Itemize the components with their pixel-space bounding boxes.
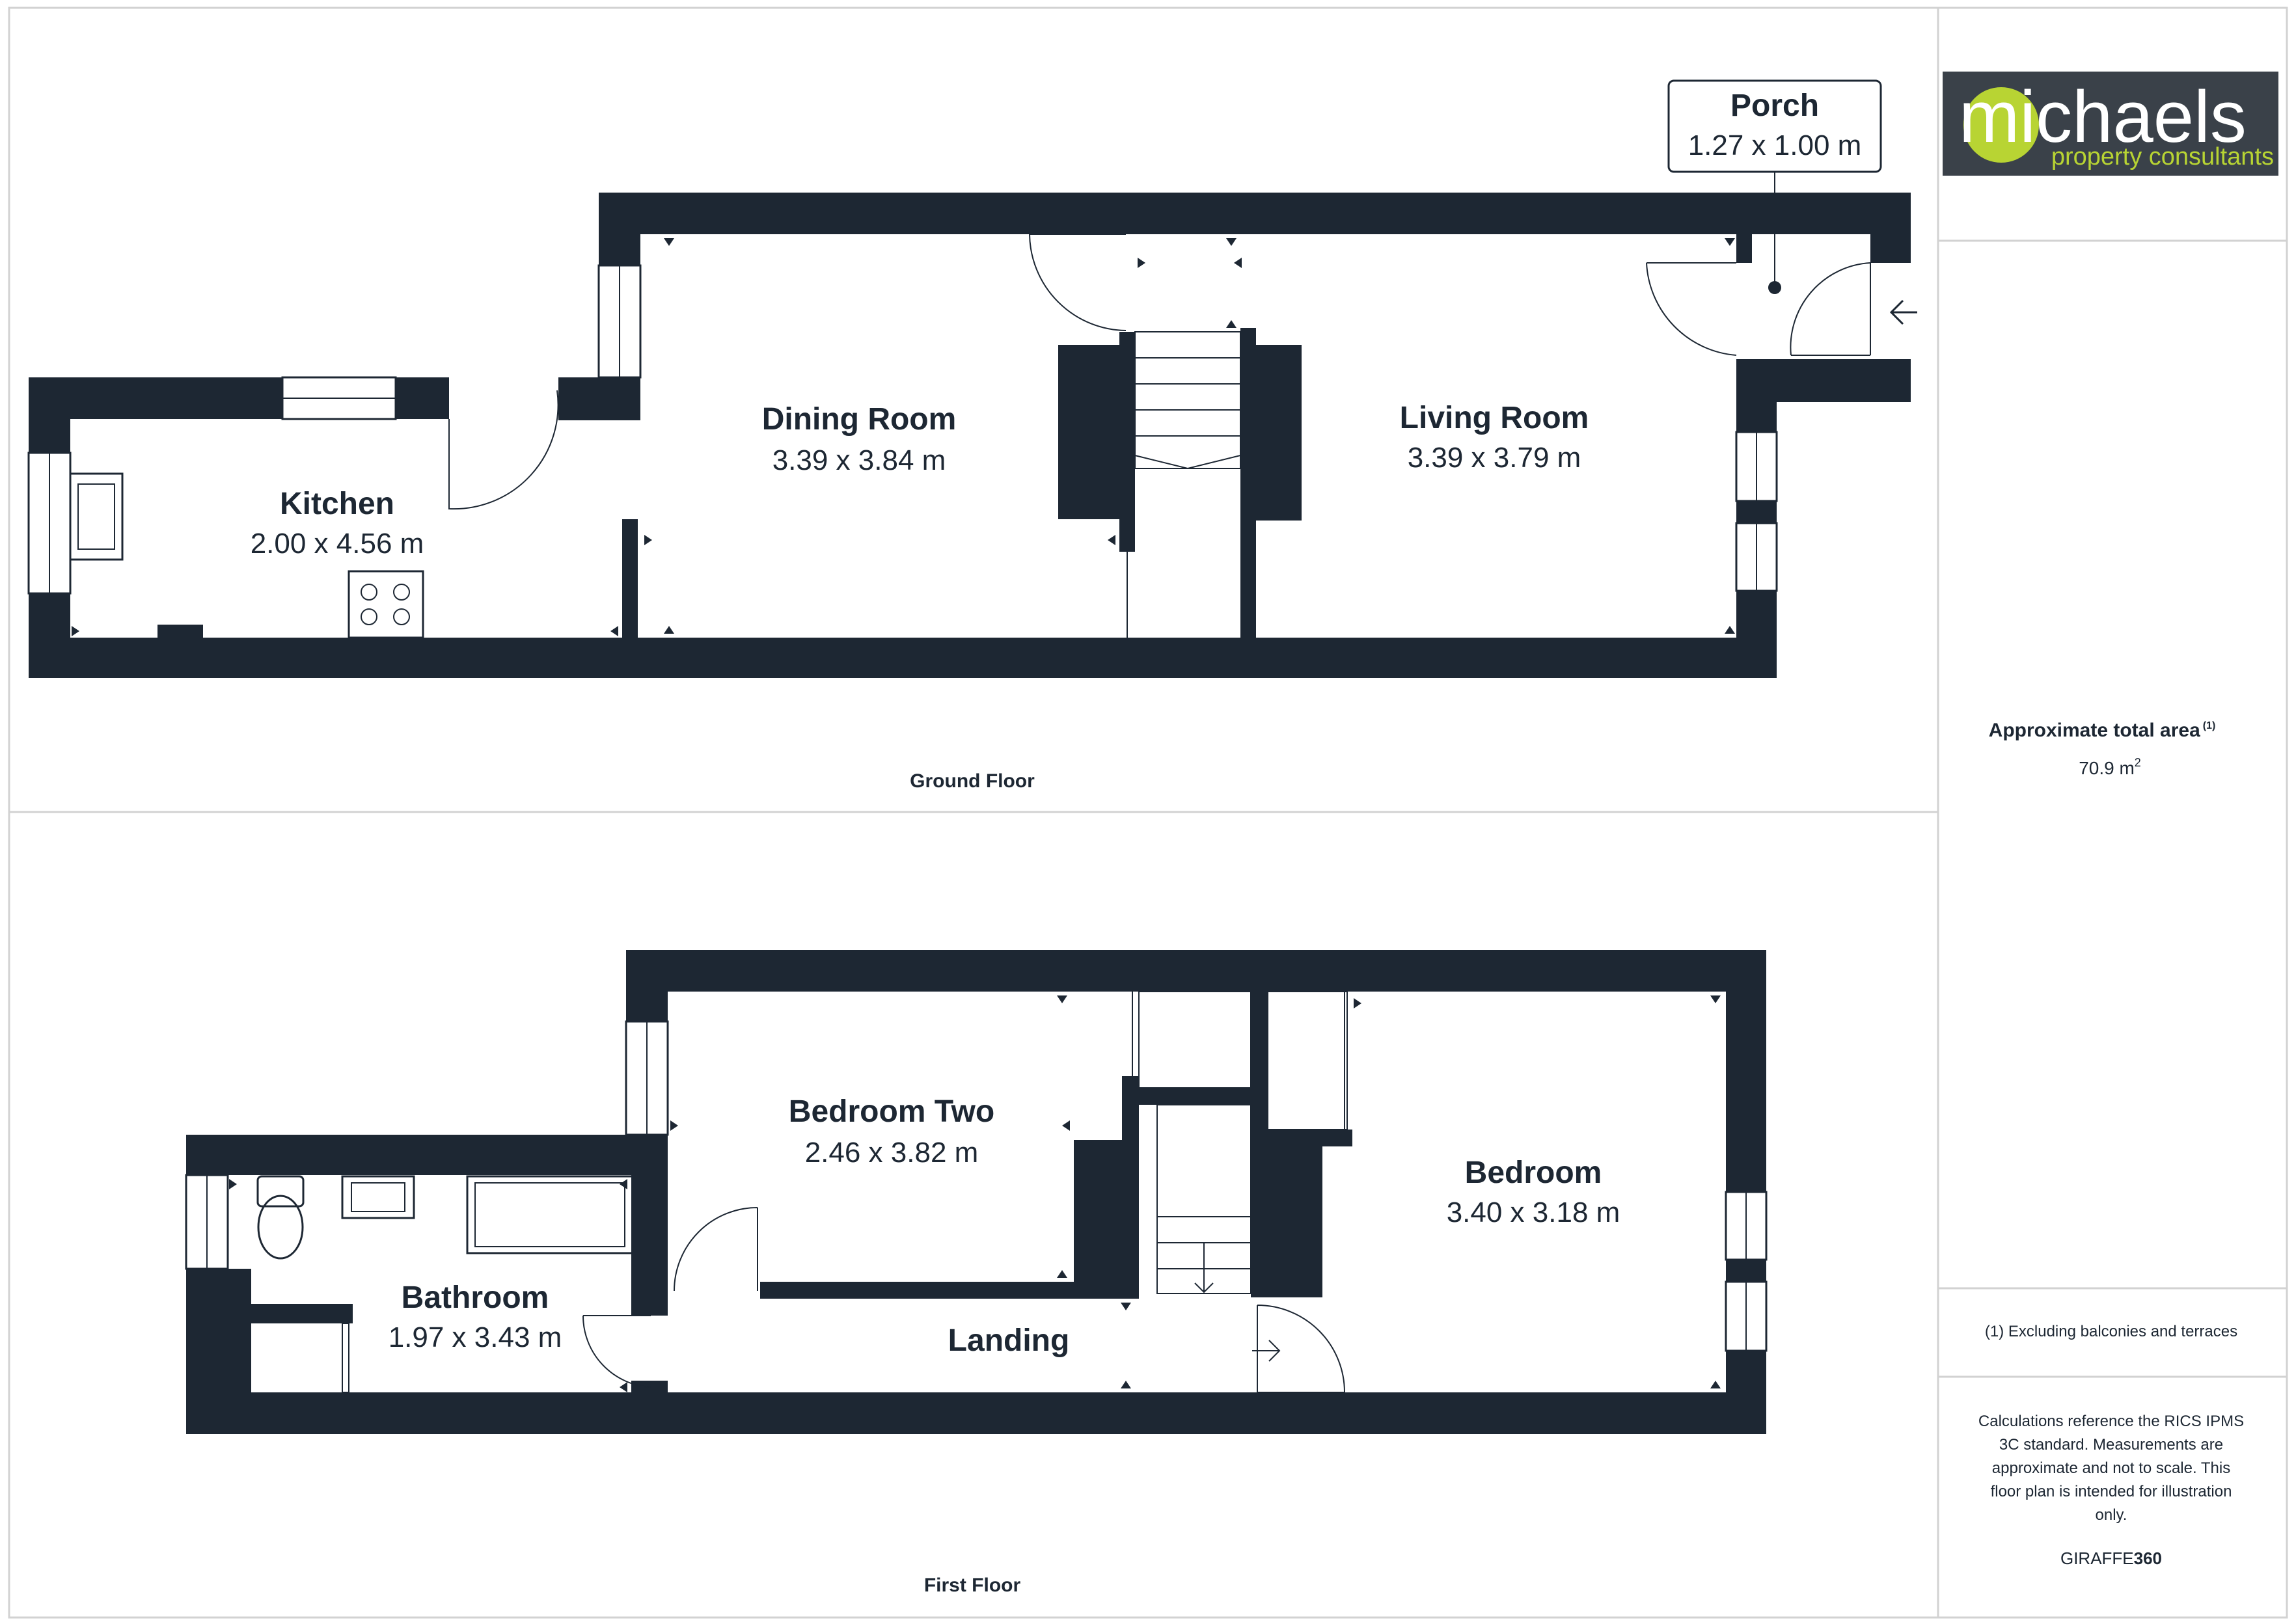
info-panel: Approximate total area(1) 70.9 m2 (1) Ex…	[1978, 720, 2244, 1568]
hob-icon	[348, 570, 424, 639]
wall	[186, 1392, 1766, 1434]
measurement-ticks	[72, 238, 1735, 636]
entrance-arrow-icon	[1889, 299, 1917, 325]
wall	[1058, 345, 1125, 519]
bedroom-two-door	[674, 1207, 758, 1292]
area-label: Approximate total area(1)	[1989, 720, 2216, 741]
wall	[1251, 1130, 1322, 1297]
room-name: Bathroom	[402, 1280, 549, 1315]
wall	[396, 377, 449, 419]
sink-icon	[69, 472, 124, 561]
front-door	[1790, 262, 1871, 356]
room-dimensions: 1.27 x 1.00 m	[1688, 129, 1862, 161]
bathroom-door	[582, 1315, 651, 1388]
wall	[599, 193, 1911, 234]
shower-screen	[342, 1323, 349, 1393]
room-name: Kitchen	[280, 487, 394, 521]
wardrobe	[1267, 991, 1348, 1130]
disclaimer-line: floor plan is intended for illustration	[1991, 1483, 2232, 1500]
room-dimensions: 3.40 x 3.18 m	[1447, 1197, 1620, 1228]
logo-tagline: property consultants	[2051, 143, 2274, 170]
wall	[1119, 332, 1135, 552]
wall	[626, 950, 668, 1022]
wall	[251, 1304, 353, 1323]
logo-word: michaels	[1959, 76, 2247, 157]
wall	[1251, 992, 1268, 1143]
living-door	[1646, 262, 1737, 356]
room-dimensions: 1.97 x 3.43 m	[389, 1321, 562, 1353]
stairs-icon	[1127, 331, 1241, 638]
wall	[186, 1269, 251, 1434]
footnote: (1) Excluding balconies and terraces	[1985, 1323, 2237, 1340]
wall	[599, 193, 640, 265]
disclaimer-line: only.	[2096, 1506, 2127, 1524]
wall	[622, 519, 638, 640]
wall	[1736, 591, 1777, 678]
floor-label: Ground Floor	[910, 770, 1035, 792]
wall	[558, 377, 640, 420]
wall	[1139, 1088, 1251, 1105]
area-value: 70.9 m2	[2079, 756, 2141, 778]
toilet-icon	[256, 1175, 305, 1260]
kitchen-door	[448, 390, 559, 510]
bedroom-door	[1257, 1305, 1345, 1393]
wall	[1736, 193, 1752, 263]
bath-icon	[466, 1175, 634, 1254]
room-name: Living Room	[1400, 401, 1589, 435]
floor-label: First Floor	[924, 1575, 1021, 1596]
wall	[157, 625, 203, 640]
credit: GIRAFFE360	[2060, 1549, 2162, 1568]
measurement-ticks	[229, 995, 1721, 1392]
room-dimensions: 3.39 x 3.79 m	[1408, 442, 1581, 474]
room-dimensions: 3.39 x 3.84 m	[772, 444, 946, 476]
wall	[186, 1135, 228, 1175]
disclaimer-line: 3C standard. Measurements are	[1999, 1436, 2223, 1454]
wall	[186, 1135, 668, 1175]
wall	[29, 638, 1777, 678]
room-dimensions: 2.46 x 3.82 m	[805, 1137, 979, 1169]
sheet-frame	[8, 7, 2288, 1619]
dining-door	[1029, 234, 1127, 331]
disclaimer-line: approximate and not to scale. This	[1992, 1459, 2230, 1477]
wall	[1736, 359, 1911, 402]
first-floor-plan: Bedroom Two 2.46 x 3.82 m Bedroom 3.40 x…	[185, 950, 1768, 1596]
wall	[1726, 950, 1766, 1192]
wall	[29, 377, 282, 419]
wall	[29, 377, 70, 453]
room-name: Landing	[948, 1323, 1070, 1358]
room-dimensions: 2.00 x 4.56 m	[251, 528, 424, 560]
ground-floor-plan: Porch 1.27 x 1.00 m Dining Room 3.39 x 3…	[27, 79, 1917, 792]
wall	[626, 950, 1766, 992]
wall	[631, 1135, 668, 1316]
room-name: Bedroom	[1465, 1156, 1602, 1190]
room-name: Bedroom Two	[789, 1094, 994, 1129]
disclaimer-line: Calculations reference the RICS IPMS	[1978, 1413, 2244, 1430]
wall	[1870, 193, 1911, 263]
company-logo: michaels property consultants	[1943, 72, 2278, 176]
wall	[760, 1282, 1125, 1299]
room-name: Dining Room	[762, 402, 957, 437]
wall	[1074, 1140, 1126, 1299]
wall	[1248, 345, 1302, 521]
cupboard	[1138, 991, 1251, 1089]
room-name: Porch	[1730, 88, 1819, 123]
basin-icon	[341, 1175, 415, 1219]
stairs-icon	[1156, 1104, 1251, 1294]
porch-callout: Porch 1.27 x 1.00 m	[1667, 79, 1882, 294]
wall	[1122, 1076, 1139, 1299]
door-arrow-icon	[1252, 1340, 1281, 1362]
